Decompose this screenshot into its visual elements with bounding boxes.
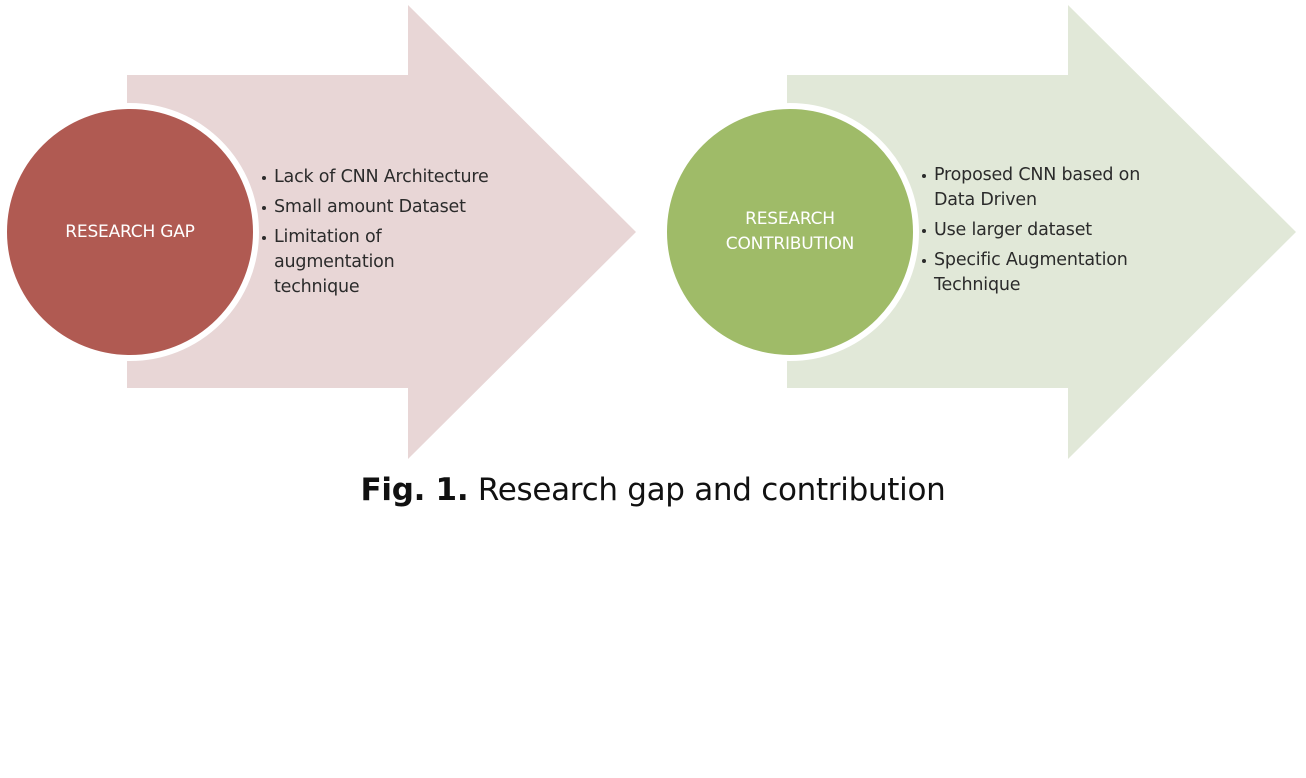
- bullet-item: Limitation of augmentation technique: [260, 225, 424, 300]
- research-contribution-label-line: CONTRIBUTION: [725, 234, 855, 254]
- research-gap-bullet-list: Lack of CNN Architecture Small amount Da…: [260, 165, 500, 305]
- bullet-item: Specific Augmentation Technique: [920, 248, 1159, 298]
- research-gap-circle: [1, 103, 259, 361]
- research-contribution-circle: [661, 103, 919, 361]
- figure-caption-text: Research gap and contribution: [468, 472, 946, 508]
- bullet-item: Lack of CNN Architecture: [260, 165, 500, 190]
- research-gap-label: RESEARCH GAP: [20, 132, 240, 332]
- research-contribution-arrow: [787, 5, 1296, 459]
- research-gap-arrow: [127, 5, 636, 459]
- research-gap-label-line: RESEARCH GAP: [65, 221, 195, 242]
- figure-caption: Fig. 1. Research gap and contribution: [0, 472, 1306, 508]
- bullet-item: Use larger dataset: [920, 218, 1160, 243]
- research-contribution-label: RESEARCH CONTRIBUTION: [680, 132, 900, 332]
- bullet-item: Small amount Dataset: [260, 195, 500, 220]
- research-contribution-bullet-list: Proposed CNN based on Data Driven Use la…: [920, 163, 1160, 303]
- research-contribution-label-line: RESEARCH: [745, 209, 835, 229]
- figure-caption-label: Fig. 1.: [360, 472, 469, 508]
- bullet-item: Proposed CNN based on Data Driven: [920, 163, 1149, 213]
